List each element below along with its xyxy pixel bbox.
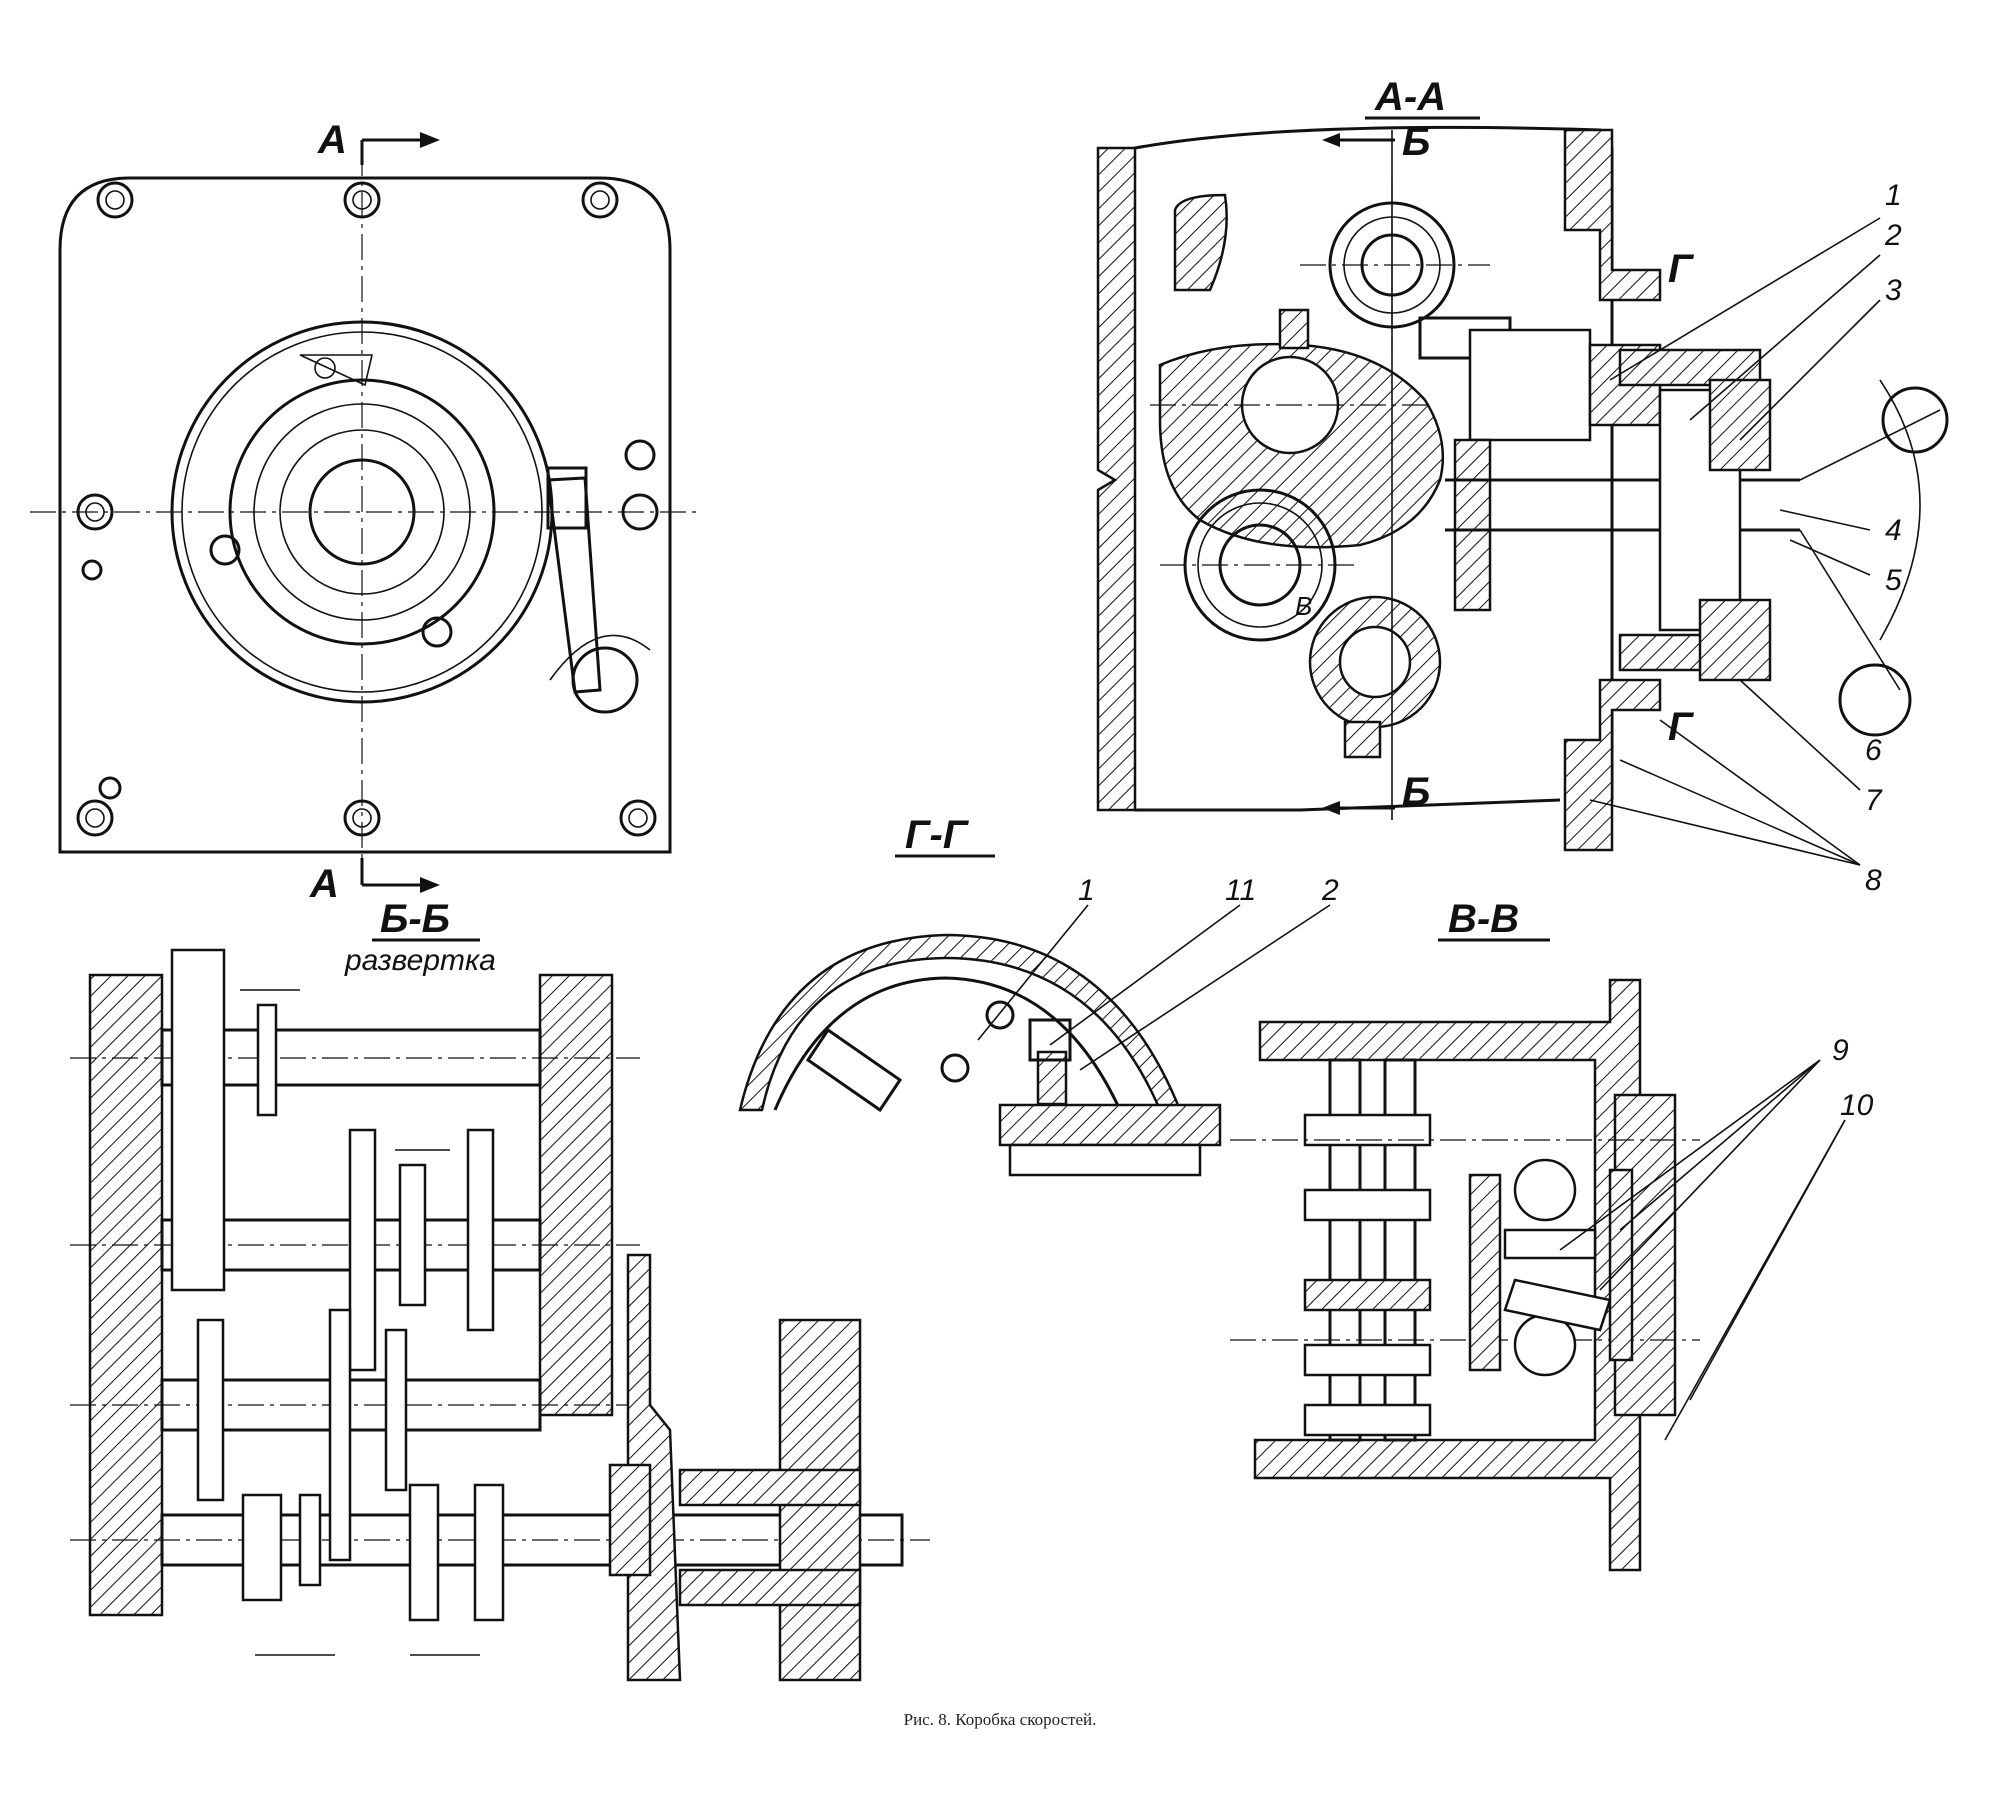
vv-callout-10: 10: [1840, 1089, 1874, 1122]
section-vv: В-В 9 1: [1230, 897, 1874, 1572]
callout-3: 3: [1885, 274, 1902, 307]
vv-callout-9: 9: [1832, 1034, 1849, 1067]
cut-mark-bottom: А: [309, 862, 339, 906]
cut-g-top: Г: [1668, 247, 1695, 291]
callout-4: 4: [1885, 514, 1902, 547]
callout-6: 6: [1865, 734, 1882, 767]
section-gg-title: Г-Г: [905, 813, 970, 857]
cut-b-bottom: Б: [1402, 770, 1430, 814]
callout-7: 7: [1865, 784, 1883, 817]
callout-5: 5: [1885, 564, 1902, 597]
leaders-vv: [1559, 1059, 1846, 1441]
section-aa: А-А: [1096, 75, 1949, 897]
speed-lever: [546, 466, 651, 714]
cut-b-top: Б: [1402, 120, 1430, 164]
front-view: А А: [30, 118, 700, 906]
gears-bb: [170, 948, 505, 1622]
lower-gear: [1308, 595, 1442, 759]
figure-caption: Рис. 8. Коробка скоростей.: [904, 1710, 1097, 1729]
gg-callout-2: 2: [1321, 874, 1339, 907]
cut-marks-aa: [360, 132, 440, 893]
gg-callout-1: 1: [1078, 874, 1095, 907]
dial-disc: [170, 320, 554, 704]
cut-v-mark: В: [1295, 591, 1312, 621]
callout-1: 1: [1885, 179, 1902, 212]
section-bb-title: Б-Б: [380, 897, 450, 941]
upper-shaft: [1300, 180, 1490, 350]
leaders-aa: [1589, 217, 1881, 866]
pulley-bb: [608, 1253, 862, 1682]
section-bb: Б-Б развертка: [70, 897, 930, 1682]
cut-mark-top: А: [317, 118, 347, 162]
mounting-holes: [76, 181, 659, 837]
callout-8: 8: [1865, 864, 1882, 897]
large-gear: [1150, 342, 1445, 549]
cut-marks-bb: [1322, 130, 1395, 820]
middle-gear: [1160, 488, 1360, 642]
section-bb-subtitle: развертка: [344, 944, 496, 977]
shafts-vv: [1230, 1058, 1700, 1442]
section-vv-title: В-В: [1448, 897, 1519, 941]
callout-2: 2: [1884, 219, 1902, 252]
selector-mechanism: [1418, 316, 1949, 737]
leaders-gg: [977, 904, 1331, 1071]
gg-callout-11: 11: [1225, 874, 1256, 907]
shift-arrows: [240, 989, 480, 1656]
section-gg: Г-Г 1 11 2: [738, 813, 1339, 1177]
levers-vv: [1468, 1158, 1634, 1377]
section-aa-title: А-А: [1374, 75, 1446, 119]
